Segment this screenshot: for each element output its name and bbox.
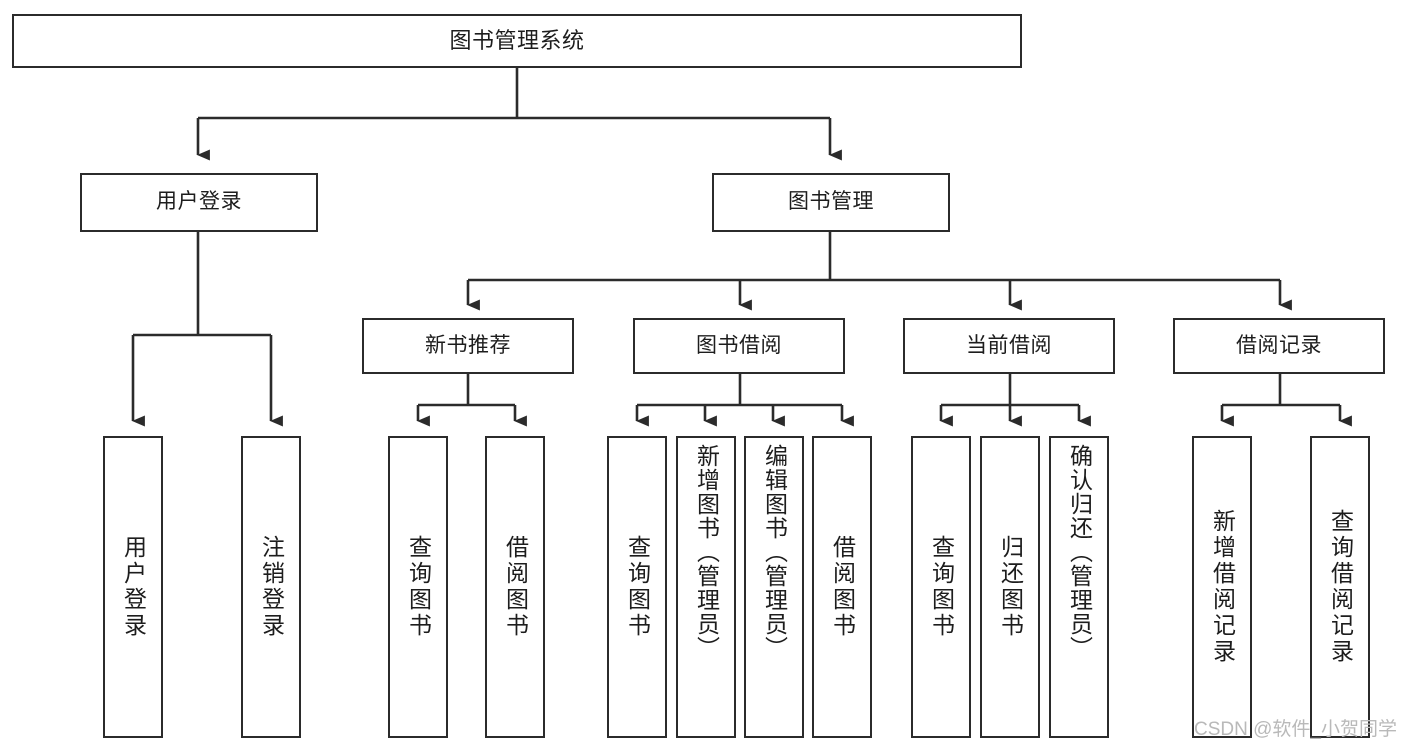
node-book-borrow[interactable]: 图书借阅 [633, 318, 845, 374]
node-label: 新增图书（管理员） [693, 444, 720, 660]
leaf-search-book-recommend[interactable]: 查询图书 [388, 436, 448, 738]
node-label: 用户登录 [120, 535, 147, 639]
node-label: 查询图书 [928, 535, 955, 639]
node-label: 查询借阅记录 [1327, 509, 1354, 665]
leaf-add-book-admin[interactable]: 新增图书（管理员） [676, 436, 736, 738]
node-label: 借阅图书 [502, 535, 529, 639]
node-label: 新增借阅记录 [1209, 509, 1236, 665]
leaf-edit-book-admin[interactable]: 编辑图书（管理员） [744, 436, 804, 738]
node-label: 确认归还（管理员） [1066, 444, 1093, 660]
leaf-search-book-borrow[interactable]: 查询图书 [607, 436, 667, 738]
leaf-borrow-book-recommend[interactable]: 借阅图书 [485, 436, 545, 738]
node-user-login[interactable]: 用户登录 [80, 173, 318, 232]
node-label: 新书推荐 [425, 333, 511, 357]
node-label: 图书借阅 [696, 333, 782, 357]
leaf-return-book[interactable]: 归还图书 [980, 436, 1040, 738]
node-label: 当前借阅 [966, 333, 1052, 357]
node-label: 图书管理系统 [449, 28, 585, 54]
node-label: 归还图书 [997, 535, 1024, 639]
node-label: 图书管理 [788, 190, 874, 214]
node-borrow-records[interactable]: 借阅记录 [1173, 318, 1385, 374]
leaf-borrow-book[interactable]: 借阅图书 [812, 436, 872, 738]
leaf-search-book-current[interactable]: 查询图书 [911, 436, 971, 738]
node-label: 查询图书 [405, 535, 432, 639]
leaf-logout[interactable]: 注销登录 [241, 436, 301, 738]
node-label: 注销登录 [258, 535, 285, 639]
leaf-search-borrow-record[interactable]: 查询借阅记录 [1310, 436, 1370, 738]
leaf-add-borrow-record[interactable]: 新增借阅记录 [1192, 436, 1252, 738]
node-current-borrow[interactable]: 当前借阅 [903, 318, 1115, 374]
leaf-confirm-return-admin[interactable]: 确认归还（管理员） [1049, 436, 1109, 738]
node-label: 编辑图书（管理员） [761, 444, 788, 660]
csdn-watermark: CSDN @软件_小贺同学 [1194, 719, 1397, 740]
node-label: 借阅图书 [829, 535, 856, 639]
node-label: 借阅记录 [1236, 333, 1322, 357]
node-new-book-recommend[interactable]: 新书推荐 [362, 318, 574, 374]
node-book-management[interactable]: 图书管理 [712, 173, 950, 232]
node-root-system[interactable]: 图书管理系统 [12, 14, 1022, 68]
node-label: 用户登录 [156, 190, 242, 214]
leaf-user-login[interactable]: 用户登录 [103, 436, 163, 738]
node-label: 查询图书 [624, 535, 651, 639]
